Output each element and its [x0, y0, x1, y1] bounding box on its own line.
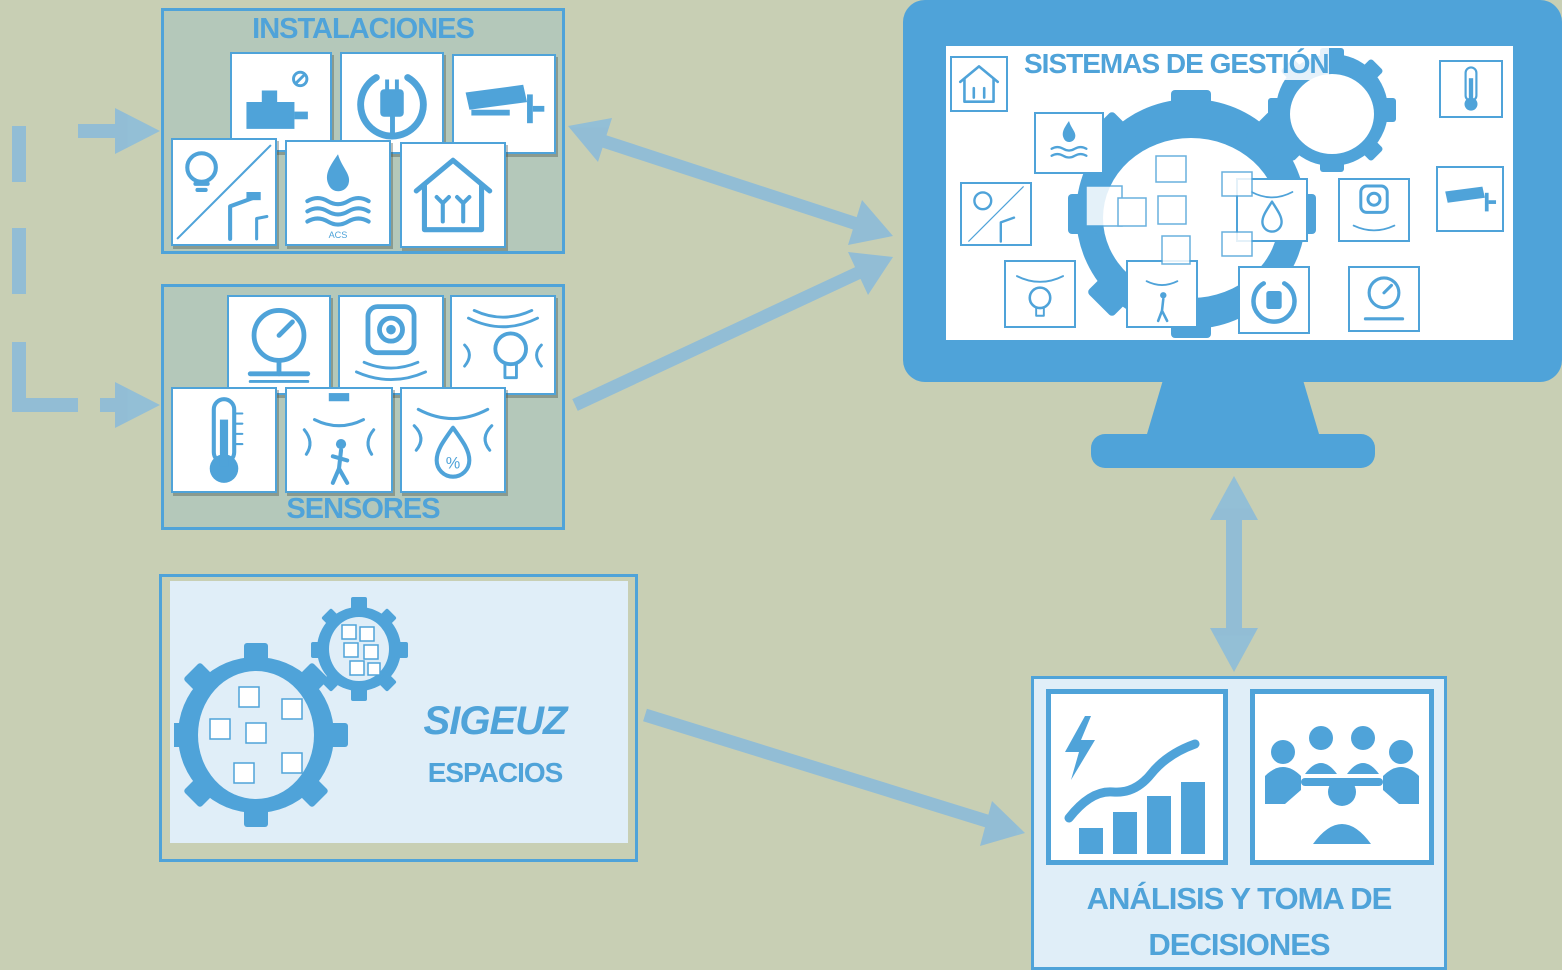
screen-lighting-icon[interactable]	[960, 182, 1032, 246]
monitor-stand	[1091, 380, 1375, 468]
screen-thermometer-icon[interactable]	[1439, 60, 1503, 118]
thermometer-icon[interactable]	[171, 387, 277, 493]
espacios-subtitle: ESPACIOS	[427, 757, 564, 788]
team-meeting-icon	[1250, 689, 1434, 865]
gestion-title: SISTEMAS DE GESTIÓN	[1024, 48, 1330, 80]
electrical-house-icon[interactable]	[400, 142, 506, 248]
screen-cctv-camera-icon[interactable]	[1436, 166, 1504, 232]
sensores-panel: % SENSORES	[161, 284, 565, 530]
sensores-gestion-arrow	[572, 252, 893, 411]
plug-icon[interactable]	[340, 52, 444, 154]
screen-hot-water-icon[interactable]	[1034, 112, 1104, 174]
percent-label: %	[446, 455, 461, 473]
monitor: SISTEMAS DE GESTIÓN	[903, 0, 1562, 475]
sigeuz-name: SIGEUZ	[423, 699, 568, 743]
hot-water-icon[interactable]: ACS	[285, 140, 391, 246]
screen-electrical-house-icon[interactable]	[950, 56, 1008, 112]
feedback-loop-arrow	[12, 108, 160, 428]
analisis-title-line2: DECISIONES	[1148, 927, 1330, 962]
monitor-screen: SISTEMAS DE GESTIÓN	[946, 46, 1513, 340]
screen-presence-sensor-icon[interactable]	[1338, 178, 1410, 242]
gears-icon	[174, 597, 408, 827]
boiler-icon[interactable]	[230, 52, 332, 152]
screen-pressure-gauge-icon[interactable]	[1348, 266, 1420, 332]
pressure-gauge-icon[interactable]	[227, 295, 331, 395]
sigeuz-analisis-arrow	[643, 708, 1025, 846]
acs-label: ACS	[329, 230, 348, 240]
motion-sensor-icon[interactable]	[285, 387, 393, 493]
instalaciones-panel: INSTALACIONES	[161, 8, 565, 254]
sigeuz-panel[interactable]: SIGEUZ ESPACIOS	[159, 574, 638, 862]
cctv-camera-icon[interactable]	[452, 54, 556, 154]
screen-light-sensor-icon[interactable]	[1004, 260, 1076, 328]
screen-plug-icon[interactable]	[1238, 266, 1310, 334]
humidity-sensor-icon[interactable]: %	[400, 387, 506, 493]
screen-motion-sensor-icon[interactable]	[1126, 260, 1198, 328]
instalaciones-gestion-arrow	[568, 118, 893, 245]
sensores-title: SENSORES	[286, 493, 440, 525]
lighting-icon[interactable]	[171, 138, 277, 246]
monitor-analisis-arrow	[1210, 476, 1258, 672]
presence-sensor-icon[interactable]	[338, 295, 444, 395]
light-sensor-icon[interactable]	[450, 295, 556, 395]
analisis-panel[interactable]: ANÁLISIS Y TOMA DE DECISIONES	[1031, 676, 1447, 970]
energy-growth-chart-icon	[1046, 689, 1228, 865]
instalaciones-title: INSTALACIONES	[252, 13, 475, 45]
analisis-title-line1: ANÁLISIS Y TOMA DE	[1086, 881, 1393, 916]
